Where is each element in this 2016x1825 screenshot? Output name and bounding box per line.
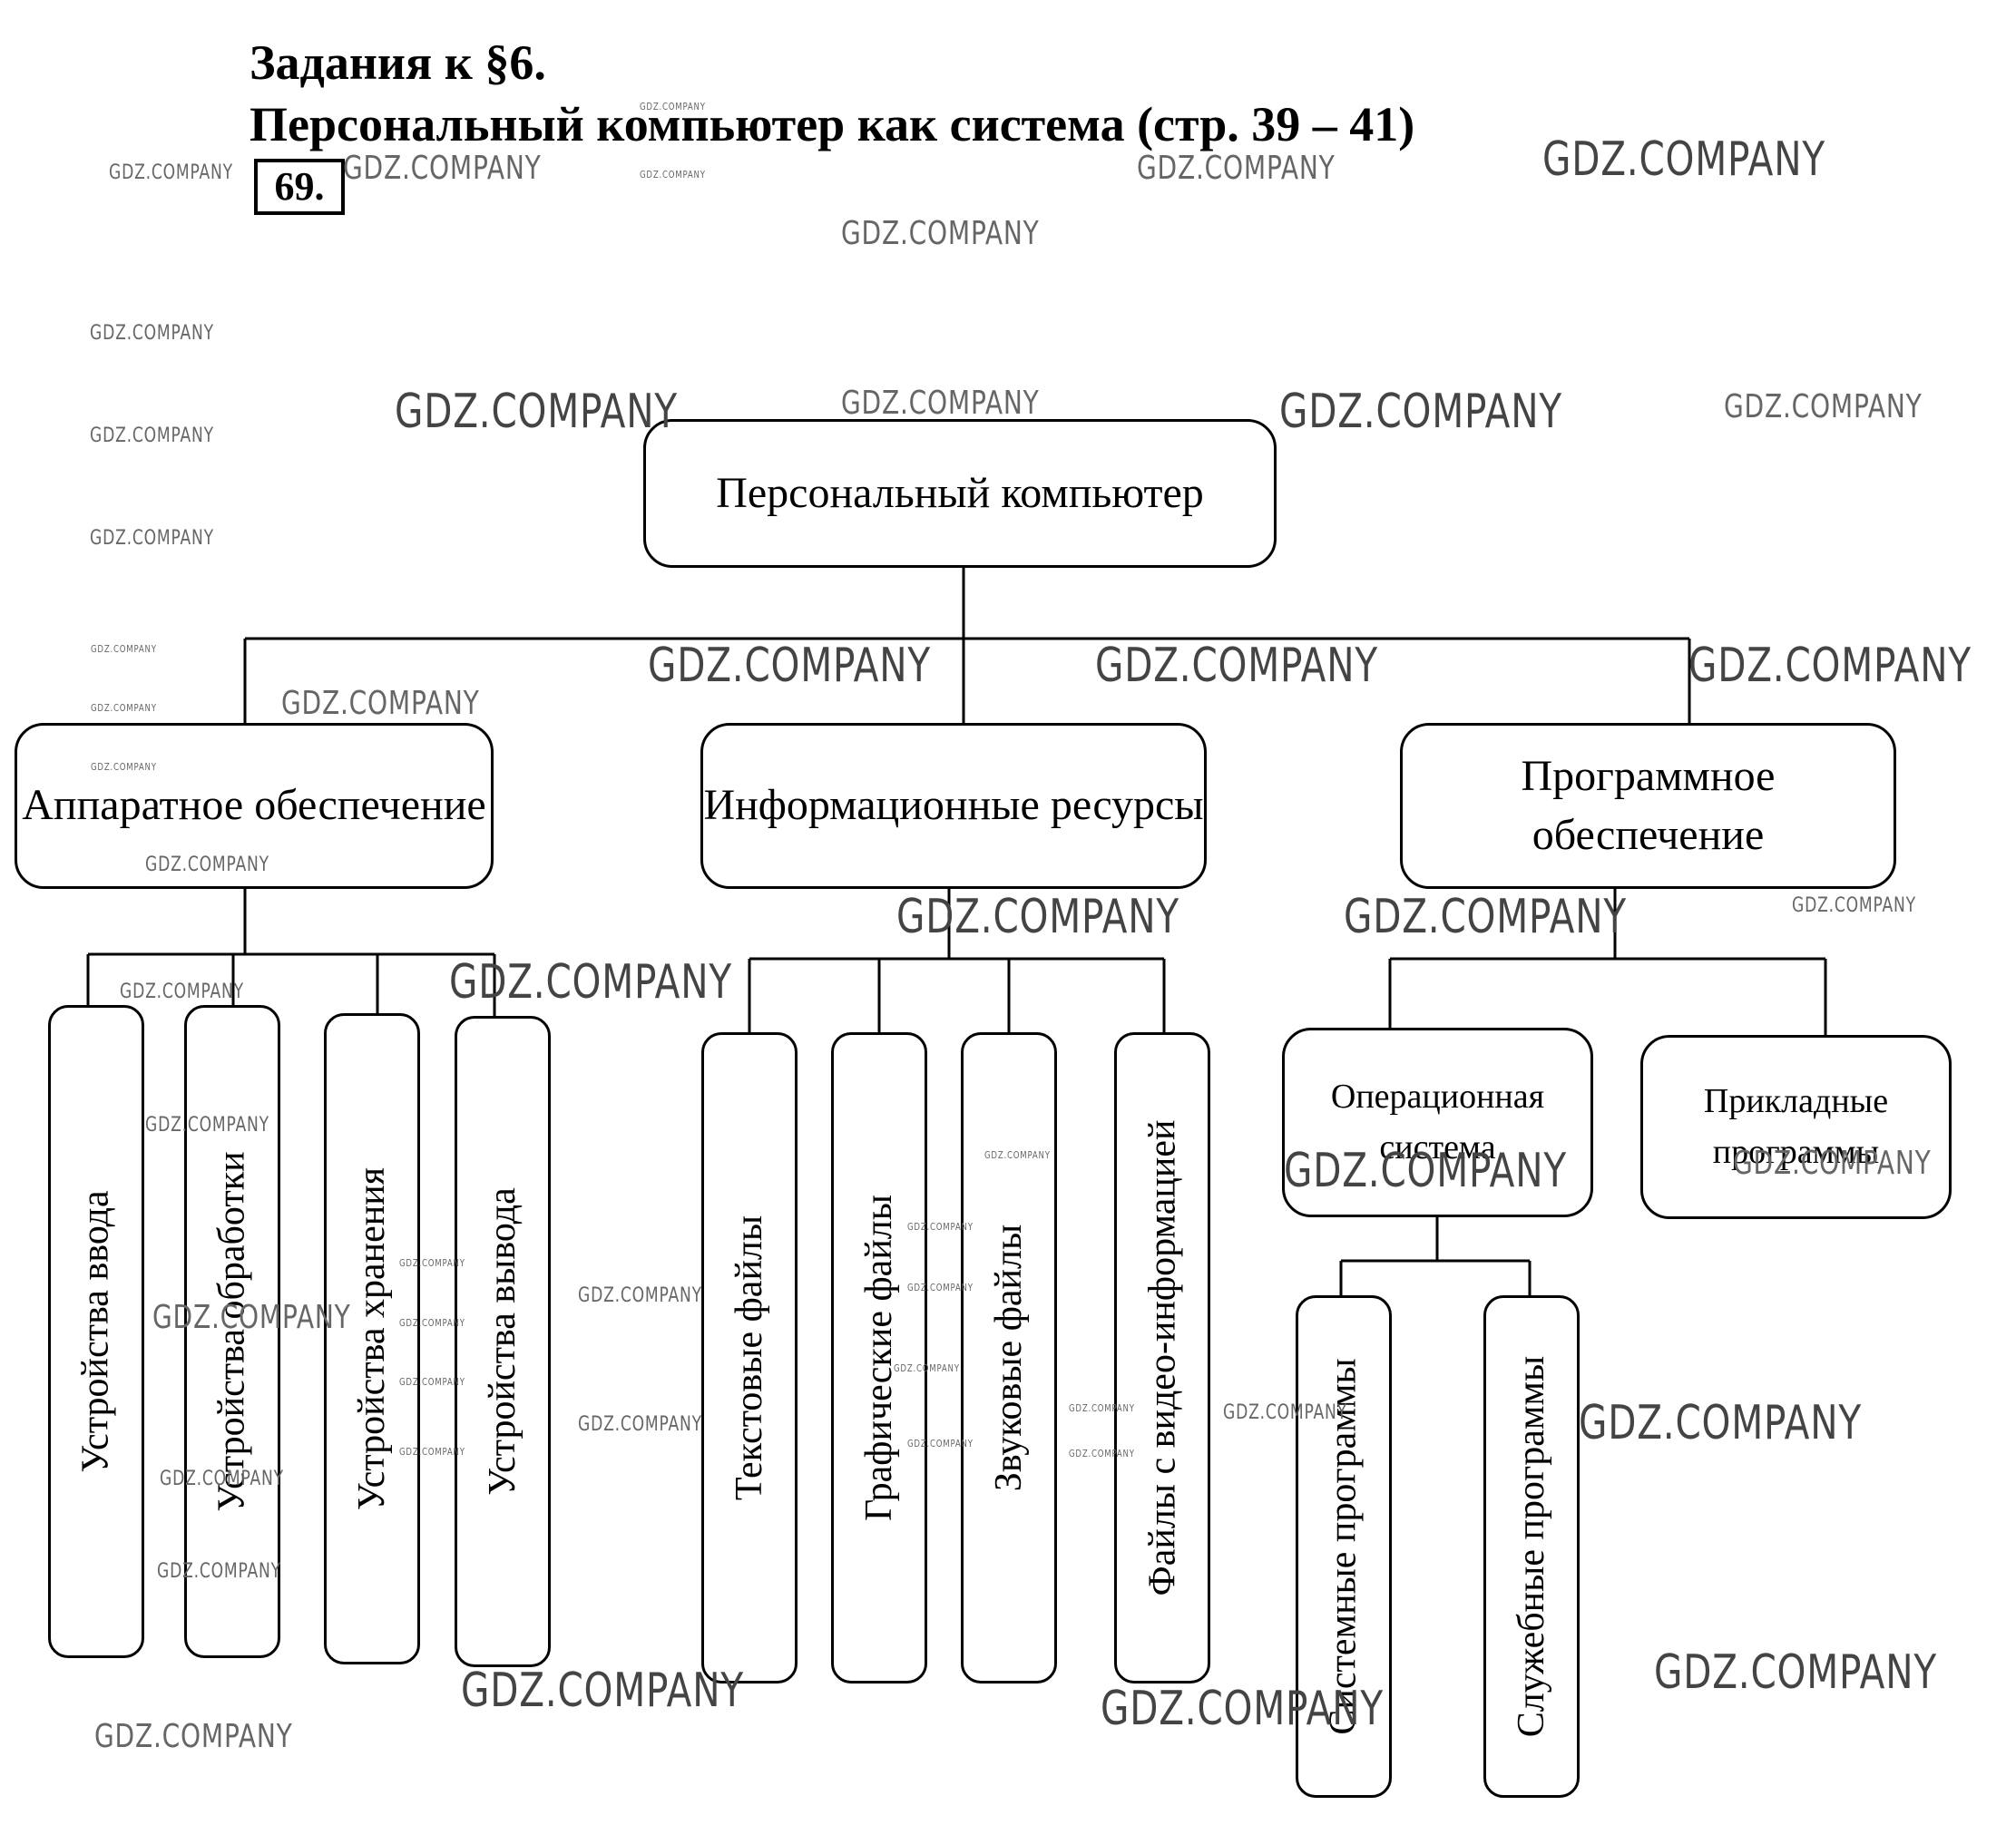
heading-line-2: Персональный компьютер как система (стр.… — [250, 97, 1415, 151]
hardware-item-input-label: Устройства ввода — [75, 1190, 117, 1473]
applied-programs-node-label: Прикладные программы — [1703, 1082, 1889, 1171]
hardware-item-storage: Устройства хранения — [324, 1013, 420, 1664]
info-item-graphic-files: Графические файлы — [831, 1032, 927, 1683]
os-item-utility-programs-label: Служебные программы — [1511, 1355, 1553, 1738]
heading-line-1: Задания к §6. — [250, 35, 546, 90]
info-item-text-files: Текстовые файлы — [701, 1032, 798, 1683]
software-node: Программное обеспечение — [1400, 723, 1896, 889]
root-node: Персональный компьютер — [643, 419, 1277, 568]
info-resources-node-label: Информационные ресурсы — [703, 781, 1204, 830]
info-item-audio-files: Звуковые файлы — [961, 1032, 1057, 1683]
info-item-video-files-label: Файлы с видео-информацией — [1141, 1119, 1183, 1596]
hardware-item-storage-label: Устройства хранения — [351, 1166, 393, 1511]
operating-system-node: Операционная система — [1282, 1028, 1593, 1217]
hardware-item-output: Устройства вывода — [455, 1016, 551, 1667]
hardware-node: Аппаратное обеспечение — [15, 723, 494, 889]
root-node-label: Персональный компьютер — [716, 468, 1204, 517]
os-item-system-programs-label: Системные программы — [1323, 1358, 1365, 1735]
hardware-item-output-label: Устройства вывода — [482, 1187, 524, 1496]
hardware-item-input: Устройства ввода — [48, 1005, 144, 1658]
info-item-graphic-files-label: Графические файлы — [858, 1195, 901, 1521]
info-item-video-files: Файлы с видео-информацией — [1114, 1032, 1210, 1683]
operating-system-node-label: Операционная система — [1330, 1078, 1545, 1166]
software-node-label: Программное обеспечение — [1521, 751, 1776, 859]
task-number: 69. — [254, 159, 345, 215]
info-item-text-files-label: Текстовые файлы — [729, 1215, 771, 1501]
hardware-item-processing-label: Устройства обработки — [211, 1151, 253, 1512]
hardware-node-label: Аппаратное обеспечение — [22, 781, 486, 830]
os-item-utility-programs: Служебные программы — [1483, 1295, 1580, 1798]
info-resources-node: Информационные ресурсы — [700, 723, 1207, 889]
info-item-audio-files-label: Звуковые файлы — [988, 1224, 1031, 1492]
applied-programs-node: Прикладные программы — [1640, 1035, 1952, 1219]
hardware-item-processing: Устройства обработки — [184, 1005, 280, 1658]
os-item-system-programs: Системные программы — [1296, 1295, 1392, 1798]
